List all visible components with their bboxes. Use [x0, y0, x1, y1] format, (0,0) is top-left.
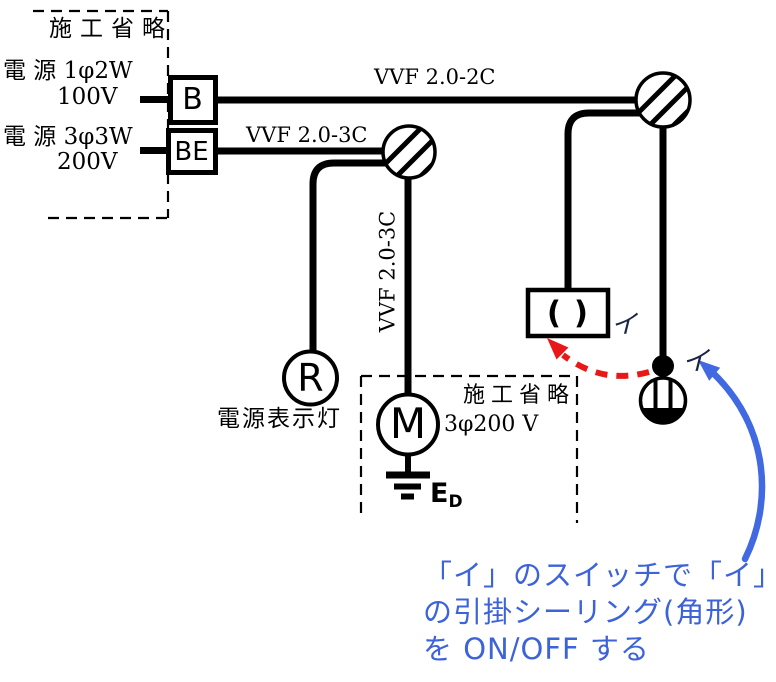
breaker-b-box	[168, 75, 218, 125]
ground-icon	[386, 454, 430, 500]
ground-label-sub: D	[448, 492, 463, 512]
wire-junction2-to-pilot-lamp	[309, 159, 392, 353]
ground-label-main: E	[430, 478, 449, 509]
motor-letter: M	[389, 399, 427, 448]
annotation-line-3: を ON/OFF する	[423, 632, 650, 666]
source1-voltage: 100V	[57, 84, 118, 110]
annotation-line-1: 「イ」のスイッチで「イ」	[423, 558, 776, 592]
breaker-b-label: B	[182, 82, 203, 117]
annotation-line-2: の引掛シーリング(角形)	[423, 595, 748, 629]
junction-box-mid-icon	[381, 124, 437, 180]
pilot-lamp-letter: R	[297, 356, 324, 400]
switch-dot-icon	[652, 355, 674, 377]
ceiling-rosette-symbol: ( )	[546, 294, 590, 331]
ceiling-branch-label: イ	[611, 310, 638, 340]
red-dashed-arrow	[547, 338, 650, 379]
breaker-be-box	[166, 128, 218, 175]
wires	[140, 96, 667, 395]
motor-omitted-box	[359, 374, 579, 523]
source2-voltage: 200V	[57, 149, 118, 175]
ground-label: ED	[430, 478, 463, 511]
blue-curved-arrow	[698, 360, 766, 563]
cable-label-3c: VVF 2.0-3C	[246, 123, 368, 147]
pilot-lamp-caption: 電源表示灯	[217, 406, 342, 432]
ceiling-rosette-box	[525, 287, 611, 339]
wire-junction1-to-ceiling	[564, 109, 650, 291]
source2-label: 電 源 3φ3W	[3, 124, 133, 150]
source1-label: 電 源 1φ2W	[3, 58, 133, 84]
switch-device-icon	[638, 376, 688, 425]
junction-box-top-icon	[634, 71, 692, 129]
annotation-note: 「イ」のスイッチで「イ」 の引掛シーリング(角形) を ON/OFF する	[423, 557, 776, 668]
cable-label-2c: VVF 2.0-2C	[374, 65, 496, 89]
source-omitted-box	[33, 9, 170, 220]
switch-branch-label: イ	[682, 346, 709, 377]
motor-spec: 3φ200 V	[444, 412, 539, 437]
breaker-be-label: BE	[174, 137, 209, 167]
motor-omitted-label: 施工省略	[463, 383, 576, 408]
source-omitted-label: 施工省略	[49, 16, 173, 42]
cable-label-3c-vertical: VVF 2.0-3C	[375, 210, 400, 333]
pilot-lamp-icon	[282, 349, 339, 407]
